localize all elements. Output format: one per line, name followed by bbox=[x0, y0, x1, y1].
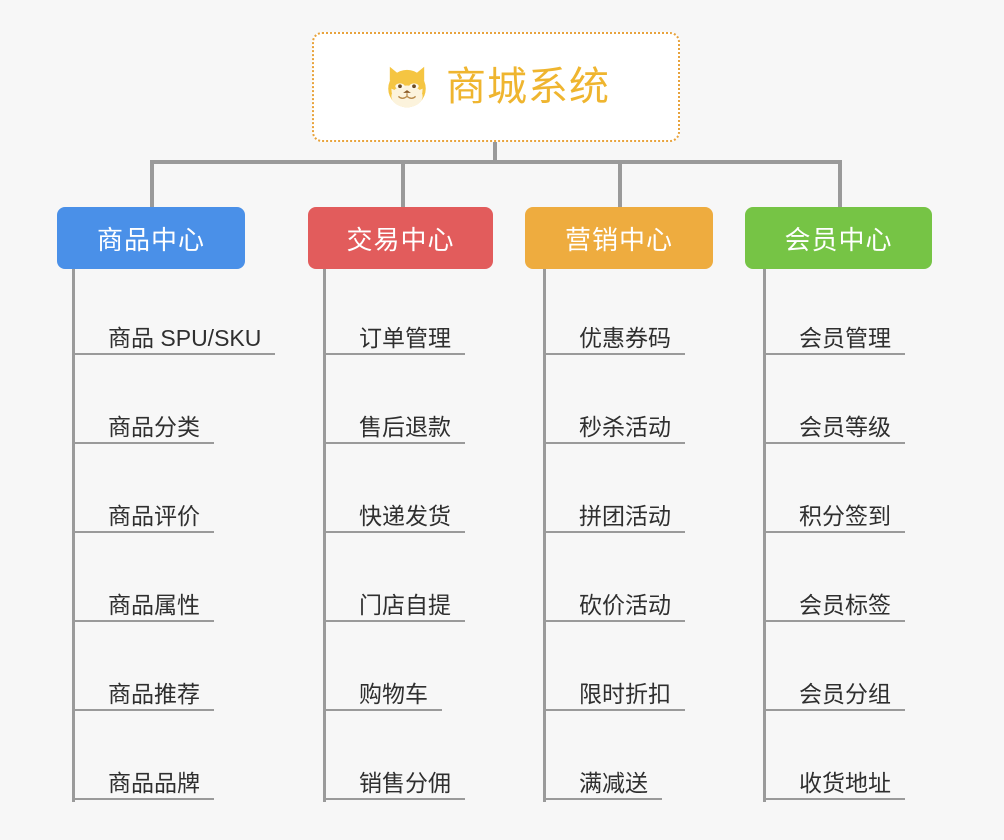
leaf-node[interactable]: 商品属性 bbox=[72, 582, 214, 622]
leaf-node[interactable]: 秒杀活动 bbox=[543, 404, 685, 444]
leaf-node[interactable]: 快递发货 bbox=[323, 493, 465, 533]
shiba-dog-face-icon bbox=[388, 66, 426, 109]
leaf-node[interactable]: 购物车 bbox=[323, 671, 442, 711]
leaf-node[interactable]: 满减送 bbox=[543, 760, 662, 800]
branch-trunk-line bbox=[763, 269, 766, 802]
branch-trunk-line bbox=[543, 269, 546, 802]
branch-trunk-line bbox=[323, 269, 326, 802]
leaf-label: 商品推荐 bbox=[108, 680, 200, 707]
category-label: 商品中心 bbox=[96, 224, 205, 255]
leaf-label: 优惠券码 bbox=[579, 324, 671, 351]
leaf-label: 会员分组 bbox=[799, 680, 891, 707]
leaf-label: 购物车 bbox=[359, 680, 428, 707]
category-node-2[interactable]: 交易中心 bbox=[308, 207, 493, 269]
connector-root-stem bbox=[493, 142, 497, 162]
leaf-node[interactable]: 限时折扣 bbox=[543, 671, 685, 711]
leaf-label: 商品分类 bbox=[108, 413, 200, 440]
leaf-label: 商品评价 bbox=[108, 502, 200, 529]
leaf-label: 商品属性 bbox=[108, 591, 200, 618]
category-node-4[interactable]: 会员中心 bbox=[745, 207, 932, 269]
leaf-label: 商品 SPU/SKU bbox=[108, 324, 262, 351]
leaf-label: 满减送 bbox=[579, 769, 648, 796]
leaf-label: 限时折扣 bbox=[579, 680, 671, 707]
leaf-label: 秒杀活动 bbox=[579, 413, 671, 440]
leaf-node[interactable]: 商品 SPU/SKU bbox=[72, 315, 276, 355]
leaf-node[interactable]: 砍价活动 bbox=[543, 582, 685, 622]
category-label: 会员中心 bbox=[784, 224, 893, 255]
connector-drop-3 bbox=[618, 160, 622, 207]
leaf-node[interactable]: 会员分组 bbox=[763, 671, 905, 711]
category-label: 营销中心 bbox=[564, 224, 673, 255]
leaf-node[interactable]: 积分签到 bbox=[763, 493, 905, 533]
leaf-label: 会员标签 bbox=[799, 591, 891, 618]
leaf-node[interactable]: 订单管理 bbox=[323, 315, 465, 355]
category-node-1[interactable]: 商品中心 bbox=[57, 207, 245, 269]
leaf-node[interactable]: 会员等级 bbox=[763, 404, 905, 444]
connector-drop-2 bbox=[401, 160, 405, 207]
category-label: 交易中心 bbox=[346, 224, 455, 255]
leaf-node[interactable]: 商品推荐 bbox=[72, 671, 214, 711]
leaf-node[interactable]: 商品品牌 bbox=[72, 760, 214, 800]
leaf-label: 会员管理 bbox=[799, 324, 891, 351]
leaf-label: 积分签到 bbox=[799, 502, 891, 529]
connector-drop-1 bbox=[150, 160, 154, 207]
leaf-label: 会员等级 bbox=[799, 413, 891, 440]
leaf-node[interactable]: 优惠券码 bbox=[543, 315, 685, 355]
leaf-label: 售后退款 bbox=[359, 413, 451, 440]
leaf-label: 砍价活动 bbox=[579, 591, 671, 618]
connector-horizontal-bar bbox=[150, 160, 842, 164]
leaf-node[interactable]: 收货地址 bbox=[763, 760, 905, 800]
leaf-label: 销售分佣 bbox=[359, 769, 451, 796]
leaf-node[interactable]: 拼团活动 bbox=[543, 493, 685, 533]
leaf-label: 门店自提 bbox=[359, 591, 451, 618]
leaf-label: 商品品牌 bbox=[108, 769, 200, 796]
leaf-node[interactable]: 会员管理 bbox=[763, 315, 905, 355]
root-title: 商城系统 bbox=[446, 65, 610, 109]
leaf-label: 订单管理 bbox=[359, 324, 451, 351]
branch-trunk-line bbox=[72, 269, 75, 802]
leaf-node[interactable]: 门店自提 bbox=[323, 582, 465, 622]
category-node-3[interactable]: 营销中心 bbox=[525, 207, 713, 269]
leaf-node[interactable]: 商品分类 bbox=[72, 404, 214, 444]
root-node[interactable]: 商城系统 bbox=[312, 32, 680, 142]
leaf-label: 拼团活动 bbox=[579, 502, 671, 529]
leaf-node[interactable]: 销售分佣 bbox=[323, 760, 465, 800]
leaf-label: 收货地址 bbox=[799, 769, 891, 796]
connector-drop-4 bbox=[838, 160, 842, 207]
leaf-node[interactable]: 售后退款 bbox=[323, 404, 465, 444]
leaf-node[interactable]: 商品评价 bbox=[72, 493, 214, 533]
leaf-node[interactable]: 会员标签 bbox=[763, 582, 905, 622]
leaf-label: 快递发货 bbox=[359, 502, 451, 529]
